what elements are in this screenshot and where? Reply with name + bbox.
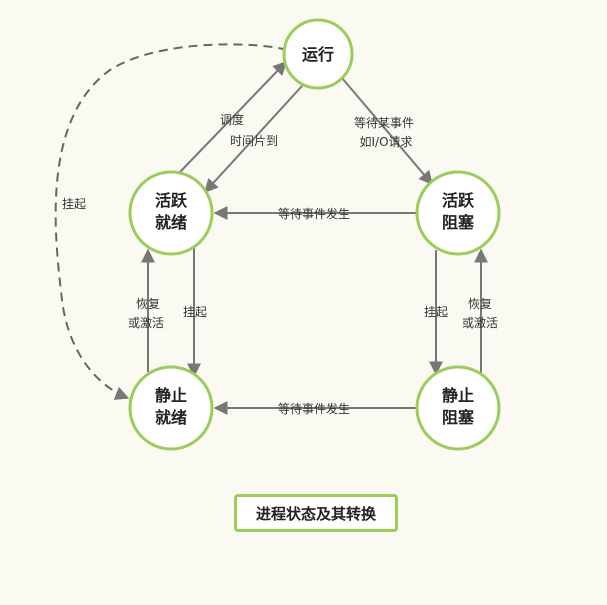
state-active-ready-line2: 就绪 xyxy=(155,213,187,232)
label-event-occurs-active: 等待事件发生 xyxy=(278,206,350,221)
state-static-ready: 静止 就绪 xyxy=(128,365,214,451)
state-static-blocked-line1: 静止 xyxy=(442,386,474,405)
edge-wait-event xyxy=(341,77,433,186)
label-resume-blocked-line1: 恢复 xyxy=(468,297,492,311)
label-resume-ready-line2: 或激活 xyxy=(128,316,164,330)
label-resume-blocked-line2: 或激活 xyxy=(462,316,498,330)
state-running-label: 运行 xyxy=(302,45,334,64)
label-event-occurs-static: 等待事件发生 xyxy=(278,401,350,416)
label-dispatch: 调度 xyxy=(220,112,244,127)
state-static-blocked: 静止 阻塞 xyxy=(415,365,501,451)
state-active-blocked-line1: 活跃 xyxy=(442,191,475,210)
state-static-blocked-line2: 阻塞 xyxy=(442,408,475,427)
label-wait-event-line2: 如I/O请求 xyxy=(359,134,412,149)
diagram-caption: 进程状态及其转换 xyxy=(234,494,398,532)
state-static-ready-line1: 静止 xyxy=(155,386,187,405)
label-resume-ready-line1: 恢复 xyxy=(136,297,160,311)
state-active-blocked-line2: 阻塞 xyxy=(442,213,475,232)
state-active-ready: 活跃 就绪 xyxy=(128,170,214,256)
state-active-ready-line1: 活跃 xyxy=(155,191,188,210)
state-active-blocked: 活跃 阻塞 xyxy=(415,170,501,256)
state-running: 运行 xyxy=(282,18,354,90)
edge-dispatch xyxy=(179,60,287,173)
label-suspend-ready: 挂起 xyxy=(183,305,207,319)
edge-time-slice xyxy=(204,85,303,194)
label-wait-event-line1: 等待某事件 xyxy=(354,116,414,130)
label-time-slice: 时间片到 xyxy=(230,134,278,148)
label-suspend-running: 挂起 xyxy=(62,197,86,211)
edge-suspend-running xyxy=(54,43,288,400)
state-static-ready-line2: 就绪 xyxy=(155,408,187,427)
label-suspend-blocked: 挂起 xyxy=(424,305,448,319)
